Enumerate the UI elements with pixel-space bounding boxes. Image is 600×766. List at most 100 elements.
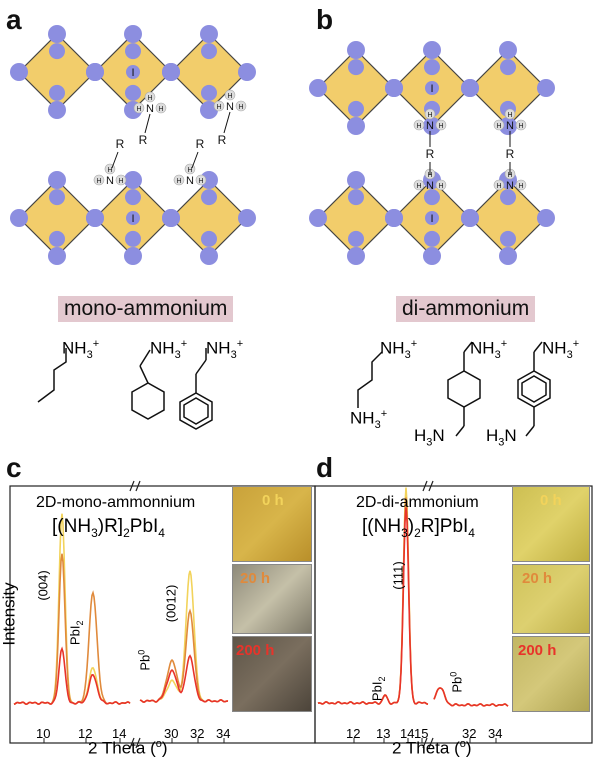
cyclohexane-ring <box>131 382 165 420</box>
hydrogen-label: H <box>427 172 432 179</box>
iodide-sphere <box>49 189 65 206</box>
iodide-sphere <box>162 209 180 227</box>
iodide-sphere <box>385 79 403 97</box>
iodide-sphere <box>348 59 364 76</box>
hydrogen-atom <box>493 119 505 131</box>
iodide-sphere <box>499 41 517 59</box>
panel-letter-c: c <box>6 452 22 483</box>
mol-label-6: NH3+ <box>470 338 508 362</box>
iodide-sphere <box>49 43 65 60</box>
photo-label-c-200h: 200 h <box>236 642 275 659</box>
nitrogen-label: N <box>186 175 194 187</box>
iodide-sphere <box>499 117 517 135</box>
photo-label-c-20h: 20 h <box>240 570 271 587</box>
chart-d-formula: [(NH3)2R]PbI4 <box>362 516 475 540</box>
iodide-center <box>425 211 439 225</box>
photo-label-c-0h: 0 h <box>262 492 284 509</box>
tick-d-15: 15 <box>414 726 429 741</box>
axis-break <box>129 480 135 492</box>
mol-label-1: NH3+ <box>62 338 100 362</box>
nitrogen-label: N <box>426 180 434 192</box>
hydrogen-label: H <box>238 104 243 111</box>
axis-break <box>135 737 141 749</box>
chart-c-ylabel: Intensity <box>0 582 19 646</box>
iodide-sphere <box>347 247 365 265</box>
panel-letter-b: b <box>316 4 334 35</box>
panel-letter-d: d <box>316 452 334 483</box>
iodide-sphere <box>10 209 28 227</box>
hydrogen-atom <box>155 102 167 114</box>
hydrogen-label: H <box>118 178 123 185</box>
film-photo-d-200h <box>512 636 590 712</box>
iodide-sphere <box>347 41 365 59</box>
iodide-sphere <box>537 79 555 97</box>
nitrogen-label: N <box>506 120 514 132</box>
hydrogen-atom <box>413 119 425 131</box>
annot-111: (111) <box>390 561 406 590</box>
iodide-sphere <box>48 101 66 119</box>
iodide-sphere <box>461 209 479 227</box>
iodide-sphere <box>238 63 256 81</box>
iodide-sphere <box>500 59 516 76</box>
iodide-sphere <box>500 230 516 247</box>
iodide-sphere <box>461 79 479 97</box>
hydrogen-label: H <box>416 183 421 190</box>
iodide-sphere <box>124 247 142 265</box>
chart-c-xlabel: 2 Theta (o) <box>88 738 168 758</box>
mol-label-8: NH3+ <box>542 338 580 362</box>
annot-pbi2-d: PbI2 <box>369 676 388 702</box>
chart-c-title: 2D-mono-ammonnium <box>36 494 196 511</box>
hydrogen-label: H <box>496 183 501 190</box>
photo-label-d-20h: 20 h <box>522 570 553 587</box>
chart-d-title: 2D-di-ammonium <box>356 494 479 511</box>
hydrogen-atom <box>93 174 105 186</box>
hydrogen-label: H <box>438 183 443 190</box>
mol-label-9: H3N <box>486 426 517 449</box>
iodide-sphere <box>348 230 364 247</box>
iodide-sphere <box>500 189 516 206</box>
hydrogen-atom <box>424 108 436 120</box>
chart-c-formula: [(NH3)R]2PbI4 <box>52 516 165 540</box>
iodide-sphere <box>238 209 256 227</box>
ammonium-molecules <box>37 341 551 437</box>
chart-d-frame <box>314 485 593 744</box>
mono-ammonium-title: mono-ammonium <box>58 296 234 322</box>
r-group-label: R <box>116 137 125 151</box>
iodide-sphere <box>49 230 65 247</box>
annot-0012: (0012) <box>163 584 179 623</box>
hydrogen-atom <box>515 119 527 131</box>
iodide-sphere <box>124 171 142 189</box>
iodide-sphere <box>424 230 440 247</box>
r-group-label: R <box>196 137 205 151</box>
di-ammonium-title: di-ammonium <box>396 296 536 322</box>
tick-c-10: 10 <box>36 726 51 741</box>
iodide-sphere <box>10 63 28 81</box>
iodide-sphere <box>499 247 517 265</box>
iodide-sphere <box>125 84 141 101</box>
iodide-sphere <box>347 171 365 189</box>
r-group-label: R <box>506 147 515 161</box>
iodide-sphere <box>348 100 364 117</box>
iodide-sphere <box>347 117 365 135</box>
iodide-center <box>126 65 140 79</box>
nitrogen-label: N <box>106 175 114 187</box>
r-group-label: R <box>426 147 435 161</box>
iodide-sphere <box>125 43 141 60</box>
hydrogen-label: H <box>438 123 443 130</box>
butyl-chain <box>37 348 67 403</box>
iodide-center <box>126 211 140 225</box>
mol-label-3: NH3+ <box>206 338 244 362</box>
xrd-c-200h-low <box>13 646 131 706</box>
hydrogen-label: H <box>136 106 141 113</box>
tick-c-34: 34 <box>216 726 231 741</box>
iodide-sphere <box>309 209 327 227</box>
mol-label-2: NH3+ <box>150 338 188 362</box>
mol-label-7: H3N <box>414 426 445 449</box>
panel-letter-a: a <box>6 4 22 35</box>
nitrogen-label: N <box>226 101 234 113</box>
hydrogen-label: H <box>107 167 112 174</box>
tick-c-30: 30 <box>164 726 179 741</box>
iodide-sphere <box>309 79 327 97</box>
tick-d-34: 34 <box>488 726 503 741</box>
iodide-sphere <box>125 189 141 206</box>
